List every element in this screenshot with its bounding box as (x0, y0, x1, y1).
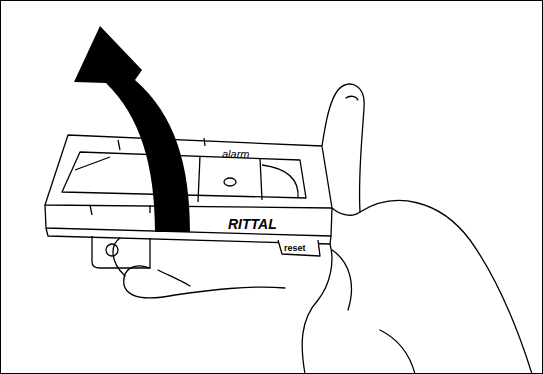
button-label: reset (284, 244, 306, 253)
button-label: alarm (222, 149, 250, 160)
curved-arrow (74, 26, 190, 232)
brand-name: RITTAL (228, 217, 277, 231)
